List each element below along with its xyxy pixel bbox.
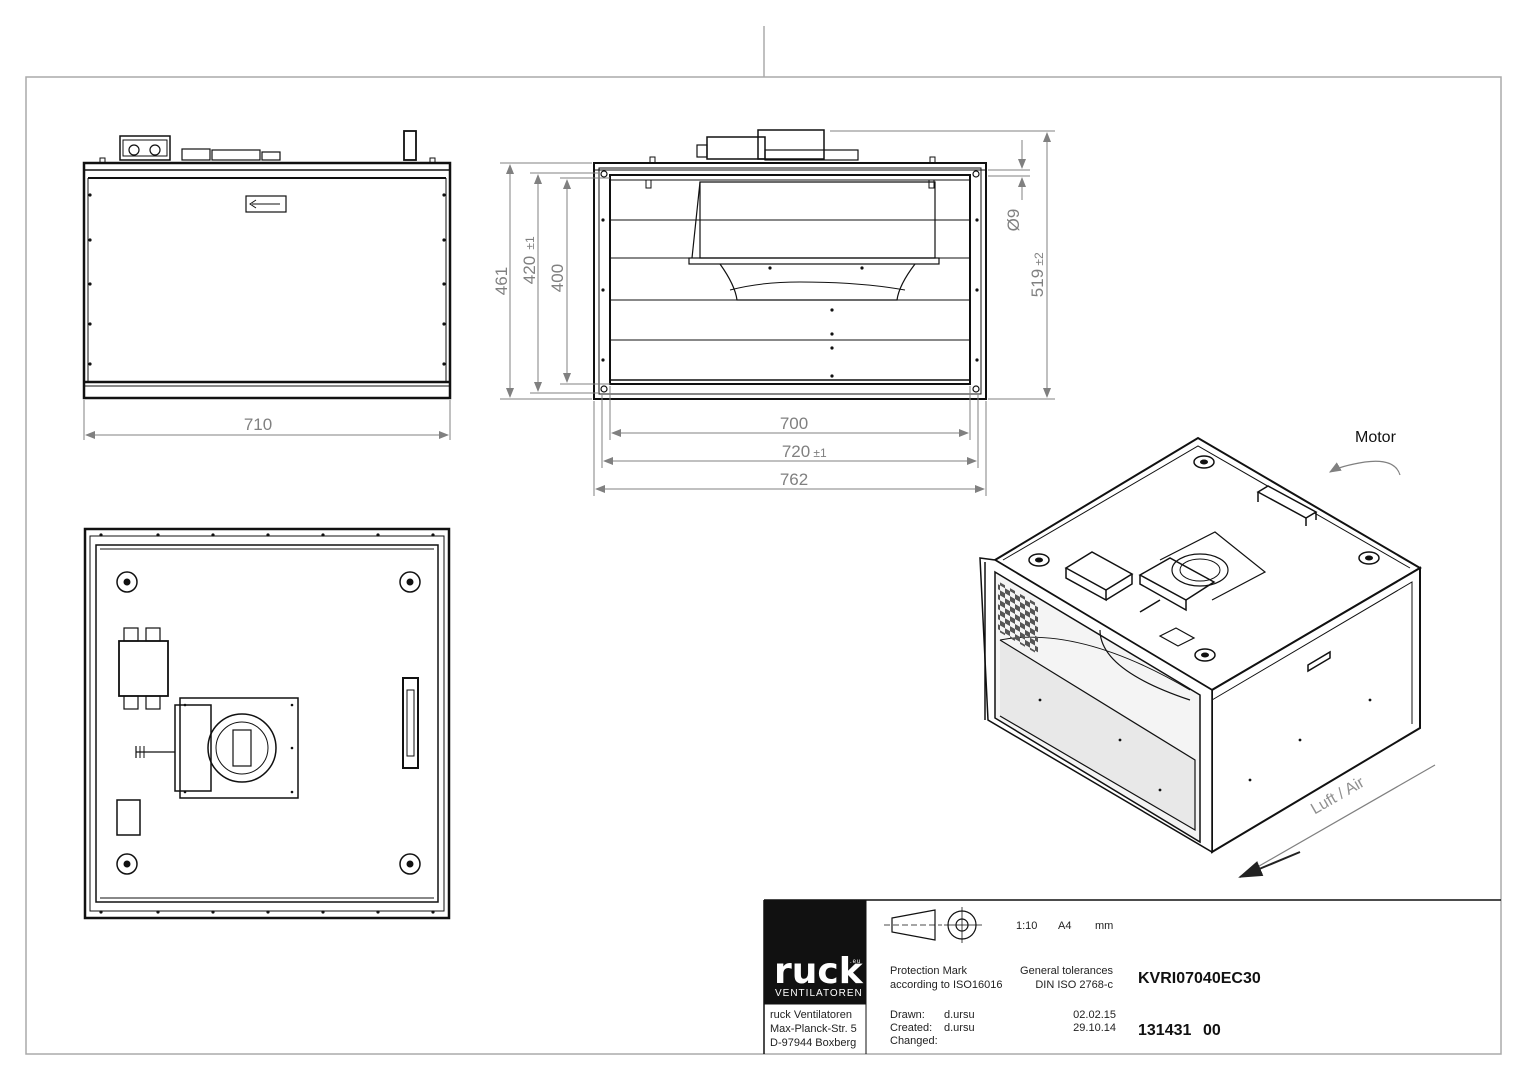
motor-rotation-arrow [1328, 460, 1401, 476]
dim-420-label: 420 [520, 256, 539, 284]
dim-700-label: 700 [780, 414, 808, 433]
dim-420-tol: ±1 [523, 236, 537, 250]
drawn-by: d.ursu [944, 1009, 975, 1021]
side-view-rivets [88, 193, 446, 366]
revision: 00 [1203, 1022, 1221, 1039]
dim-400-label: 400 [548, 264, 567, 292]
protection-mark-1: Protection Mark [890, 965, 968, 977]
isometric-grille [998, 581, 1038, 655]
dim-519-tol: ±2 [1032, 252, 1046, 266]
protection-mark-2: according to ISO16016 [890, 979, 1003, 991]
changed-label: Changed: [890, 1035, 938, 1047]
front-view [593, 129, 987, 400]
airflow-arrow [1238, 851, 1301, 878]
company-street: Max-Planck-Str. 5 [770, 1023, 857, 1035]
title-block: ruck .eu VENTILATOREN ruck Ventilatoren … [763, 899, 1501, 1054]
dim-front-widths [593, 386, 987, 496]
dim-519-label: 519 [1028, 269, 1047, 297]
dim-461-label: 461 [492, 267, 511, 295]
top-view-rivets [99, 533, 435, 914]
side-view [82, 130, 452, 400]
created-date: 29.10.14 [1073, 1022, 1116, 1034]
airflow-line [1239, 764, 1436, 878]
unit: mm [1095, 920, 1113, 932]
dim-hole-label: Ø9 [1004, 209, 1023, 232]
dim-side-width: 710 [83, 400, 451, 440]
tolerances-1: General tolerances [1020, 965, 1113, 977]
dim-762-label: 762 [780, 470, 808, 489]
dim-720-label: 720 [782, 442, 810, 461]
company-city: D-97944 Boxberg [770, 1037, 856, 1049]
drawn-label: Drawn: [890, 1009, 925, 1021]
product-code: KVRI07040EC30 [1138, 970, 1261, 987]
front-view-rivets [601, 218, 979, 378]
dim-710-label: 710 [244, 415, 272, 434]
logo-subtitle: VENTILATOREN [775, 988, 863, 999]
scale: 1:10 [1016, 920, 1037, 932]
top-view [83, 527, 451, 920]
motor-label: Motor [1355, 429, 1397, 446]
isometric-markers [1035, 459, 1373, 792]
created-by: d.ursu [944, 1022, 975, 1034]
company-name: ruck Ventilatoren [770, 1009, 852, 1021]
dim-720-tol: ±1 [813, 446, 827, 460]
projection-symbol [884, 907, 982, 943]
tolerances-2: DIN ISO 2768-c [1035, 979, 1113, 991]
logo-superscript: .eu [850, 959, 861, 965]
dim-front-heights [500, 130, 1055, 400]
drawing-number: 131431 [1138, 1022, 1191, 1039]
drawn-date: 02.02.15 [1073, 1009, 1116, 1021]
logo-panel [764, 900, 866, 1004]
created-label: Created: [890, 1022, 932, 1034]
isometric-view [979, 436, 1422, 854]
logo-text: ruck [774, 951, 864, 992]
paper-size: A4 [1058, 920, 1071, 932]
